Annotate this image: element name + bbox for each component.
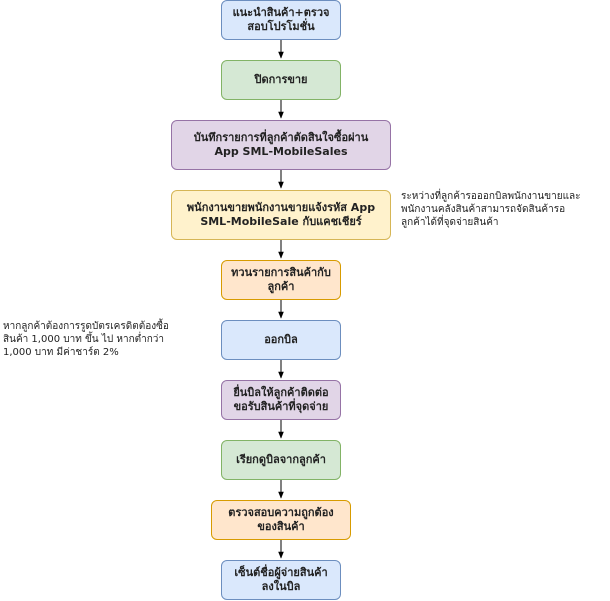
- step-4-notify-cashier: พนักงานขายพนักงานขายแจ้งรหัส App SML-Mob…: [171, 190, 391, 240]
- step-10-sign-bill: เซ็นต์ชื่อผู้จ่ายสินค้า ลงในบิล: [221, 560, 341, 600]
- step-9-verify-goods: ตรวจสอบความถูกต้อง ของสินค้า: [211, 500, 351, 540]
- step-7-hand-bill: ยื่นบิลให้ลูกค้าติดต่อ ขอรับสินค้าที่จุด…: [221, 380, 341, 420]
- step-3-record-items: บันทึกรายการที่ลูกค้าตัดสินใจซื้อผ่าน Ap…: [171, 120, 391, 170]
- note-credit-card: หากลูกค้าต้องการรูดบัตรเครดิตต้องซื้อ สิ…: [3, 321, 169, 358]
- step-6-issue-bill: ออกบิล: [221, 320, 341, 360]
- note-warehouse-prep: ระหว่างที่ลูกค้ารอออกบิลพนักงานขายและ พน…: [401, 191, 581, 228]
- step-2-close-sale: ปิดการขาย: [221, 60, 341, 100]
- step-1-recommend-product: แนะนำสินค้า+ตรวจ สอบโปรโมชั่น: [221, 0, 341, 40]
- step-8-view-bill: เรียกดูบิลจากลูกค้า: [221, 440, 341, 480]
- step-5-review-items: ทวนรายการสินค้ากับ ลูกค้า: [221, 260, 341, 300]
